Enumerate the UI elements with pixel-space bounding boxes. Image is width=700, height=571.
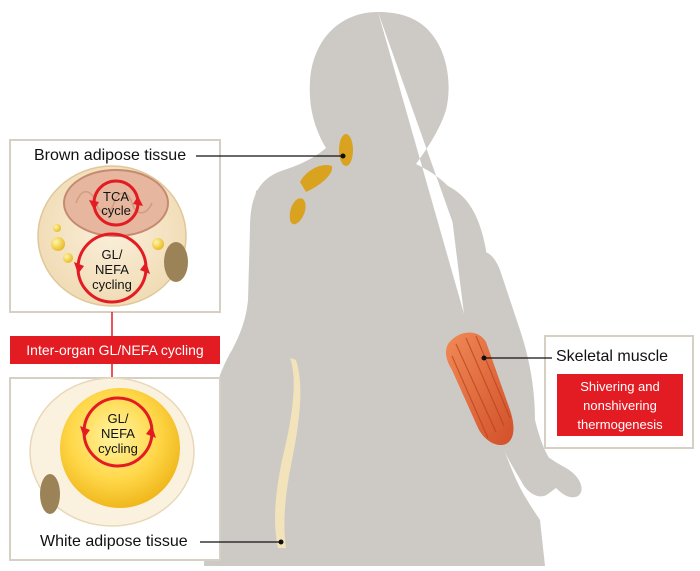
gl-nefa-white-line-2: NEFA	[101, 426, 135, 441]
tca-line-1: TCA	[103, 189, 129, 204]
tca-line-2: cycle	[101, 203, 131, 218]
gl-nefa-arrow-white-1	[146, 426, 156, 438]
gl-nefa-brown-line-3: cycling	[92, 277, 132, 292]
tca-cycle-arrow-1	[133, 196, 143, 206]
skeletal-muscle-label: Skeletal muscle	[556, 348, 669, 365]
lipid-droplet	[53, 224, 61, 232]
white-adipose-pointer-dot	[278, 539, 284, 545]
white-fat-strip	[275, 358, 301, 548]
white-adipose-label: White adipose tissue	[40, 533, 188, 550]
white-fat-nucleus	[40, 474, 60, 514]
gl-nefa-brown-line-1: GL/	[101, 247, 123, 262]
nucleus	[164, 242, 188, 282]
gl-nefa-brown-label: GL/ NEFA cycling	[82, 247, 142, 292]
brown-fat-neck	[339, 134, 353, 166]
gl-nefa-white-line-3: cycling	[98, 441, 138, 456]
lipid-droplet	[63, 253, 73, 263]
gl-nefa-brown-line-2: NEFA	[95, 262, 129, 277]
inter-organ-badge: Inter-organ GL/NEFA cycling	[10, 336, 220, 364]
thermogenesis-badge: Shivering and nonshivering thermogenesis	[557, 374, 683, 436]
brown-fat-supraclavicular	[300, 164, 333, 192]
tca-cycle-label: TCA cycle	[96, 190, 136, 218]
gl-nefa-arrow-brown-1	[140, 262, 150, 274]
lipid-droplet	[51, 237, 65, 251]
gl-nefa-arrow-brown-2	[74, 262, 84, 274]
gl-nefa-white-label: GL/ NEFA cycling	[88, 411, 148, 456]
thermogenesis-line-1: Shivering and	[580, 379, 660, 394]
lipid-droplet	[152, 238, 164, 250]
left-torso	[204, 190, 300, 566]
tca-cycle-arrow-2	[89, 200, 99, 210]
thermogenesis-line-2: nonshivering	[583, 398, 657, 413]
gl-nefa-white-line-1: GL/	[107, 411, 129, 426]
brown-fat-shoulder	[289, 198, 306, 225]
brown-adipose-label: Brown adipose tissue	[34, 147, 187, 164]
thermogenesis-line-3: thermogenesis	[577, 417, 663, 432]
brown-adipose-pointer-dot	[340, 153, 346, 159]
right-arm	[448, 186, 582, 498]
skeletal-muscle	[445, 332, 514, 446]
skeletal-muscle-pointer-dot	[481, 355, 487, 361]
gl-nefa-arrow-white-2	[80, 426, 90, 438]
mitochondrion	[63, 169, 169, 237]
